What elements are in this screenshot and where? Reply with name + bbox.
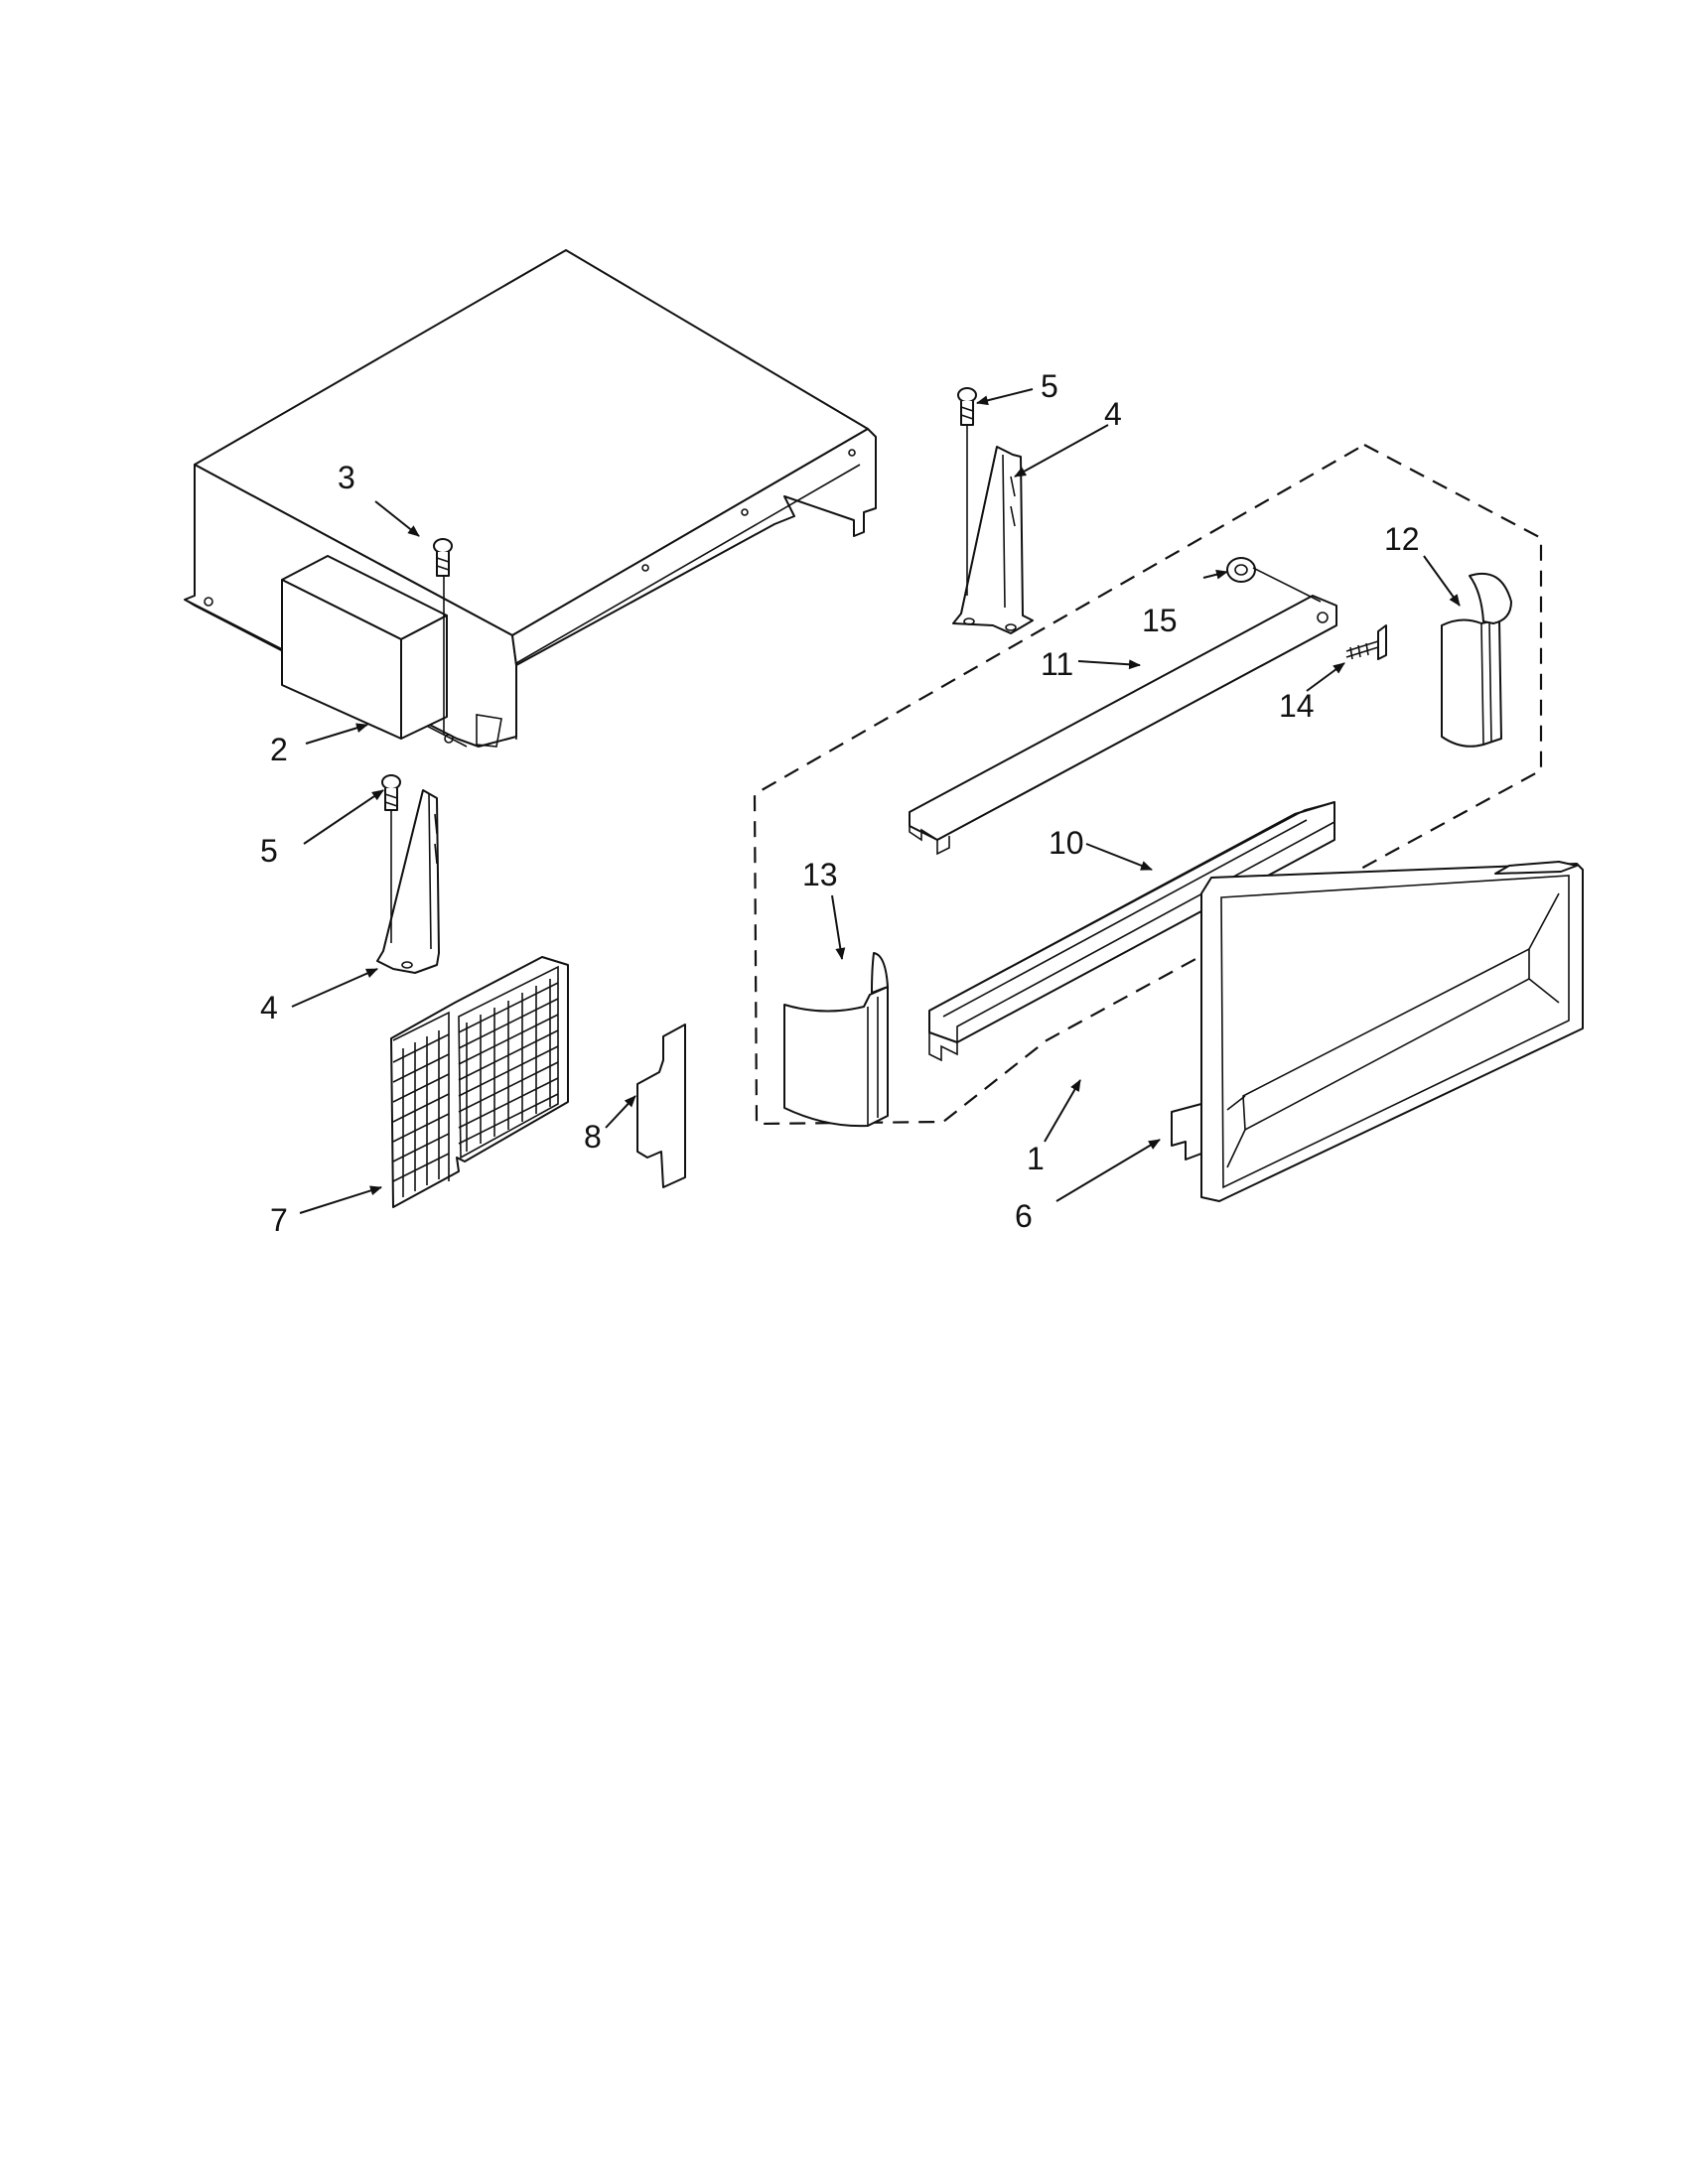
callout-8: 8 bbox=[584, 1119, 602, 1155]
callout-15: 15 bbox=[1142, 603, 1178, 638]
grille-7 bbox=[390, 956, 569, 1208]
callout-5-bottom: 5 bbox=[260, 833, 278, 869]
bracket-4-top bbox=[952, 446, 1034, 634]
callout-11: 11 bbox=[1041, 646, 1073, 682]
screw-5-bottom bbox=[381, 774, 401, 943]
callout-labels: 1 2 3 4 4 5 5 6 7 8 10 11 12 13 14 15 bbox=[260, 368, 1420, 1238]
trim-6 bbox=[1171, 861, 1584, 1202]
leader-lines bbox=[291, 388, 1461, 1214]
electrical-box bbox=[281, 555, 448, 740]
callout-12: 12 bbox=[1384, 521, 1420, 557]
kit-outline bbox=[753, 443, 1543, 1126]
callout-13: 13 bbox=[802, 857, 838, 892]
callout-14: 14 bbox=[1279, 688, 1315, 724]
screw-5-top bbox=[957, 387, 977, 596]
plate-8 bbox=[636, 1024, 686, 1188]
bracket-4-bottom bbox=[376, 789, 440, 974]
screw-3 bbox=[433, 538, 453, 735]
nut-15 bbox=[1226, 557, 1256, 583]
callout-6: 6 bbox=[1015, 1198, 1033, 1234]
callout-2: 2 bbox=[270, 732, 288, 767]
callout-10: 10 bbox=[1049, 825, 1084, 861]
channel-11 bbox=[909, 567, 1337, 856]
screw-14 bbox=[1345, 624, 1387, 660]
callout-1: 1 bbox=[1027, 1141, 1045, 1176]
callout-4-bottom: 4 bbox=[260, 990, 278, 1025]
callout-4-top: 4 bbox=[1104, 396, 1122, 432]
channel-10 bbox=[928, 801, 1335, 1062]
end-cap-13 bbox=[783, 952, 889, 1128]
end-cap-12 bbox=[1441, 572, 1512, 748]
callout-3: 3 bbox=[338, 460, 355, 495]
callout-7: 7 bbox=[270, 1202, 288, 1238]
callout-5-top: 5 bbox=[1041, 368, 1058, 404]
